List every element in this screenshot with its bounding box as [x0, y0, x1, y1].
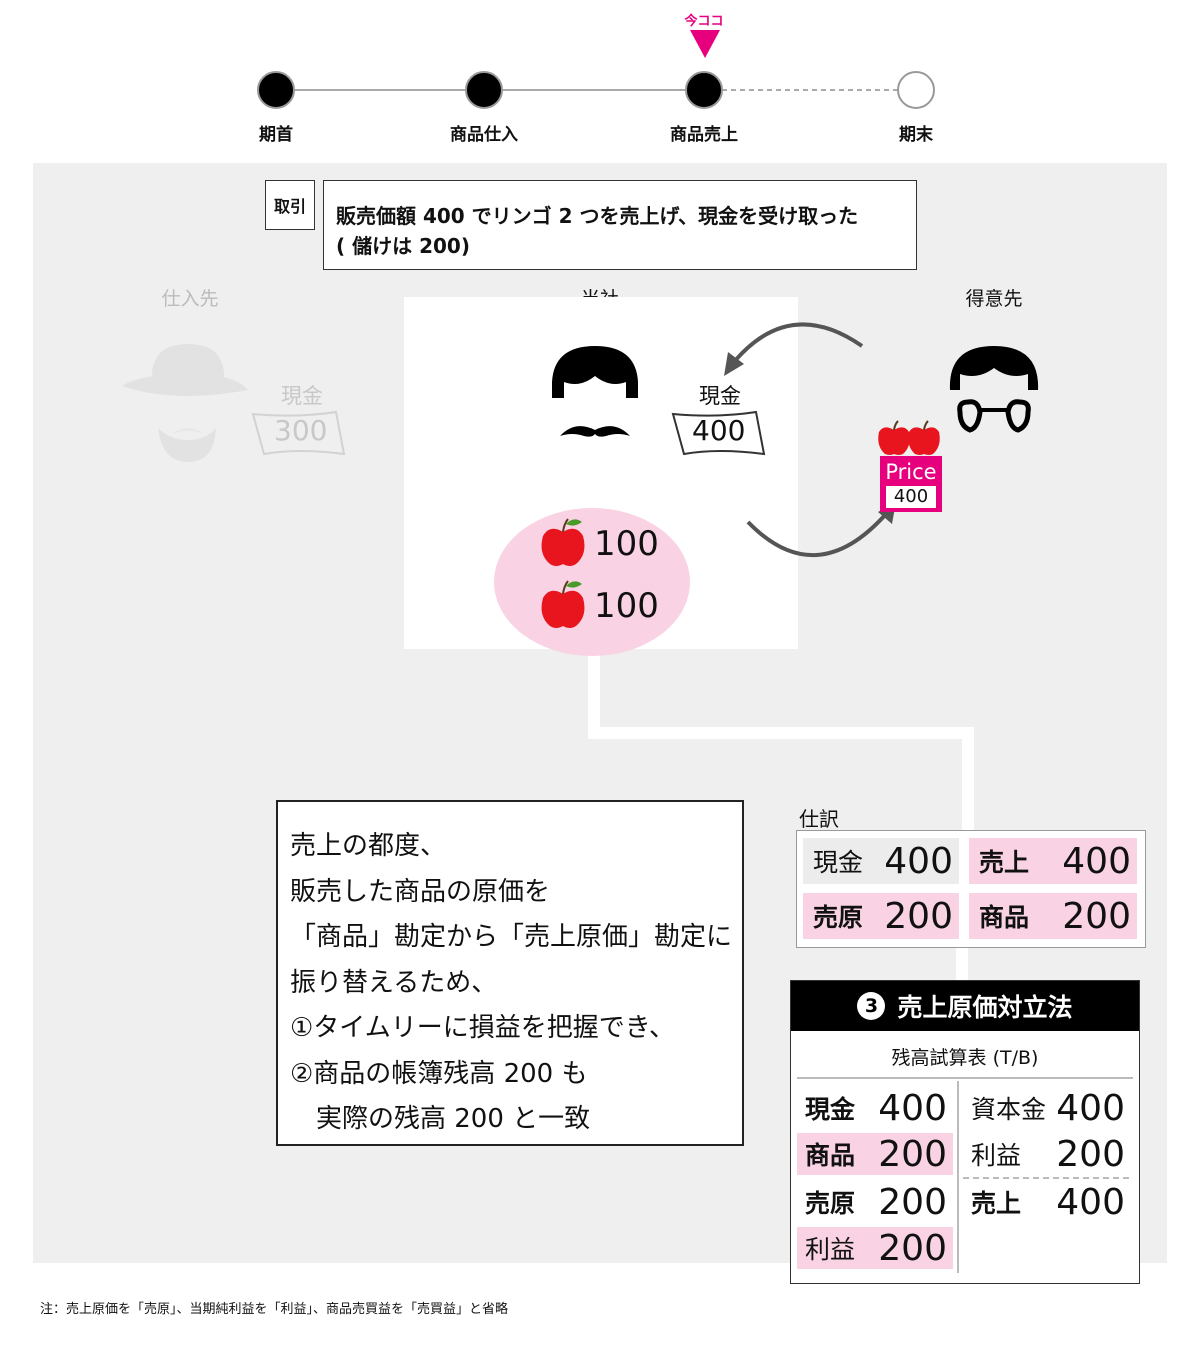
journal-amount: 400 — [1062, 840, 1131, 882]
customer-person-icon — [949, 346, 1039, 433]
journal-title: 仕訳 — [799, 807, 839, 831]
journal-account: 商品 — [979, 903, 1030, 932]
explanation-line: 実際の残高 200 と一致 — [290, 1104, 591, 1134]
company-person-icon — [552, 346, 638, 437]
journal-account: 現金 — [813, 848, 864, 877]
tb-account: 資本金 — [971, 1095, 1047, 1124]
transaction-line-2: ( 儲けは 200) — [336, 234, 470, 258]
timeline-label-sales: 商品売上 — [670, 125, 738, 145]
journal-row-2-credit: 商品 200 — [969, 893, 1137, 939]
received-cash-label: 現金 — [699, 384, 741, 408]
inventory-ellipse — [494, 508, 690, 656]
apple-icon — [541, 580, 585, 628]
now-label: 今ココ — [684, 14, 724, 29]
trial-balance-subtitle: 残高試算表 (T/B) — [891, 1047, 1039, 1069]
trial-balance: 3 売上原価対立法 残高試算表 (T/B) 現金 400 商品 200 売原 2… — [790, 980, 1140, 1284]
explanation-line: 振り替えるため、 — [290, 967, 498, 998]
journal-amount: 200 — [884, 895, 953, 937]
timeline-dot-sales — [685, 71, 723, 109]
company-to-journal-connector — [588, 649, 974, 830]
inventory-value-2: 100 — [594, 586, 659, 626]
customer-label: 得意先 — [965, 288, 1023, 310]
journal-account: 売上 — [979, 848, 1030, 877]
received-cash-bill-icon — [671, 410, 766, 456]
trial-balance-center-rule — [957, 1081, 959, 1273]
tb-debit-row: 商品 200 — [797, 1133, 953, 1175]
tb-debit-row: 現金 400 — [797, 1087, 953, 1129]
supplier-cash-bill-icon — [251, 410, 346, 456]
method-number-badge: 3 — [857, 992, 886, 1020]
journal-amount: 200 — [1062, 895, 1131, 937]
goods-flow-arrow — [746, 512, 888, 557]
journal-account: 売原 — [813, 903, 864, 932]
explanation-line: 「商品」勘定から「売上原価」勘定に — [290, 922, 733, 952]
cash-flow-arrow — [732, 322, 864, 364]
tb-credit-row: 資本金 400 — [963, 1087, 1131, 1129]
tb-amount: 400 — [1056, 1181, 1125, 1223]
tb-account: 利益 — [805, 1235, 856, 1264]
tb-account: 商品 — [805, 1141, 856, 1170]
tb-amount: 200 — [878, 1133, 947, 1175]
price-tag-label: Price — [885, 460, 937, 484]
tb-account: 利益 — [971, 1141, 1022, 1170]
explanation-line: ②商品の帳簿残高 200 も — [290, 1058, 588, 1089]
trial-balance-dashed-rule — [963, 1177, 1129, 1179]
explanation-line: 売上の都度、 — [290, 831, 447, 861]
supplier-label: 仕入先 — [161, 288, 219, 310]
footnote: 注：売上原価を「売原」、当期純利益を「利益」、商品売買益を「売買益」と省略 — [40, 1302, 509, 1317]
tb-account: 現金 — [805, 1095, 856, 1124]
tb-amount: 400 — [878, 1087, 947, 1129]
supplier-person-icon — [122, 344, 248, 462]
tb-amount: 200 — [878, 1181, 947, 1223]
inventory-value-1: 100 — [594, 524, 659, 564]
timeline-label-start: 期首 — [259, 125, 293, 145]
explanation-box: 売上の都度、 販売した商品の原価を 「商品」勘定から「売上原価」勘定に 振り替え… — [276, 800, 744, 1146]
journal-row-2-debit: 売原 200 — [803, 893, 959, 939]
trial-balance-title: 売上原価対立法 — [897, 993, 1073, 1022]
explanation-line: ①タイムリーに損益を把握でき、 — [290, 1013, 675, 1043]
current-marker-icon — [690, 30, 720, 58]
transaction-line-1: 販売価額 400 でリンゴ 2 つを売上げ、現金を受け取った — [336, 204, 859, 228]
journal-amount: 400 — [884, 840, 953, 882]
trial-balance-divider — [797, 1077, 1133, 1079]
timeline-dot-purchase — [465, 71, 503, 109]
timeline-label-end: 期末 — [899, 125, 933, 145]
tb-amount: 400 — [1056, 1087, 1125, 1129]
transaction-tag: 取引 — [265, 180, 315, 230]
tb-account: 売原 — [805, 1189, 856, 1218]
apple-icon — [541, 518, 585, 566]
sold-apples-icon — [878, 420, 940, 455]
supplier-cash-amount: 300 — [274, 414, 328, 447]
tb-credit-row: 売上 400 — [963, 1181, 1131, 1223]
tb-debit-row: 売原 200 — [797, 1181, 953, 1223]
cash-arrow-head-icon — [724, 352, 744, 376]
tb-credit-row: 利益 200 — [963, 1133, 1131, 1175]
trial-balance-header: 3 売上原価対立法 — [791, 981, 1139, 1031]
supplier-cash-label: 現金 — [281, 384, 323, 408]
explanation-line: 販売した商品の原価を — [290, 876, 551, 907]
price-tag-amount: 400 — [886, 486, 936, 508]
tb-amount: 200 — [1056, 1133, 1125, 1175]
tb-debit-row: 利益 200 — [797, 1227, 953, 1269]
journal-row-1-debit: 現金 400 — [803, 838, 959, 884]
transaction-description: 販売価額 400 でリンゴ 2 つを売上げ、現金を受け取った ( 儲けは 200… — [323, 180, 917, 270]
tb-account: 売上 — [971, 1189, 1022, 1218]
tb-amount: 200 — [878, 1227, 947, 1269]
received-cash-amount: 400 — [692, 414, 746, 447]
journal-table: 現金 400 売上 400 売原 200 商品 200 — [796, 830, 1146, 948]
timeline-label-purchase: 商品仕入 — [450, 125, 518, 145]
timeline-dot-end — [897, 71, 935, 109]
journal-row-1-credit: 売上 400 — [969, 838, 1137, 884]
timeline-graphic — [257, 30, 935, 109]
timeline-dot-start — [257, 71, 295, 109]
